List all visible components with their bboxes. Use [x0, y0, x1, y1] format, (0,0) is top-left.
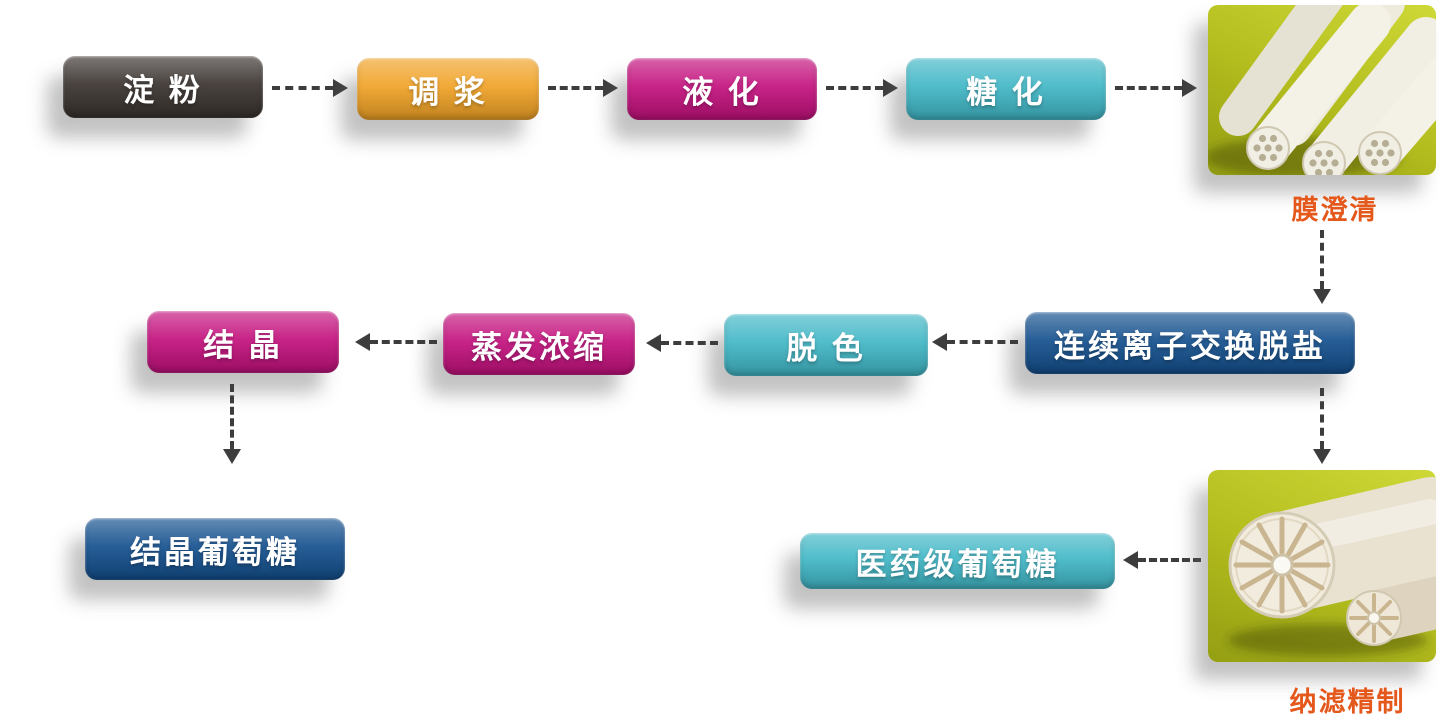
arrowhead-icon: [883, 79, 898, 97]
node-label: 结晶葡萄糖: [130, 534, 300, 570]
arrow-nanofiltration-to-pharma-glucose: [1123, 550, 1201, 570]
node-label: 调 浆: [408, 74, 488, 110]
dashed-line: [1320, 388, 1324, 449]
dashed-line: [1320, 230, 1324, 289]
ceramic-membrane-tubes-illustration: [1208, 5, 1436, 175]
arrow-saccharification-to-membrane: [1115, 78, 1197, 98]
node-decolorization: 脱 色: [724, 314, 928, 376]
arrowhead-icon: [603, 79, 618, 97]
node-pharmaceutical-glucose: 医药级葡萄糖: [800, 533, 1115, 589]
node-crystallization: 结 晶: [147, 311, 339, 373]
caption-membrane-clarification: 膜澄清: [1291, 195, 1379, 226]
node-label: 结 晶: [203, 327, 283, 363]
node-label: 淀 粉: [123, 72, 203, 108]
arrow-liquefaction-to-saccharification: [826, 78, 898, 98]
arrowhead-icon: [223, 449, 241, 464]
dashed-line: [661, 341, 718, 345]
dashed-line: [826, 86, 883, 90]
dashed-line: [548, 86, 603, 90]
arrow-decolorization-to-evaporation: [646, 333, 718, 353]
node-label: 蒸发浓缩: [471, 329, 607, 365]
image-nanofiltration-membranes: [1208, 470, 1436, 662]
arrow-crystallization-to-crystal-glucose: [222, 384, 242, 464]
node-starch: 淀 粉: [63, 56, 263, 118]
arrow-membrane-to-ion-exchange: [1312, 230, 1332, 304]
dashed-line: [272, 86, 333, 90]
arrow-ion-exchange-to-nanofiltration: [1312, 388, 1332, 464]
arrowhead-icon: [932, 333, 947, 351]
image-membrane-clarification: [1208, 5, 1436, 175]
spiral-membrane-elements-illustration: [1228, 477, 1436, 656]
node-crystalline-glucose: 结晶葡萄糖: [85, 518, 345, 580]
node-label: 糖 化: [966, 74, 1046, 110]
node-saccharification: 糖 化: [906, 58, 1106, 120]
node-slurry-mixing: 调 浆: [357, 58, 539, 120]
arrowhead-icon: [333, 79, 348, 97]
node-label: 连续离子交换脱盐: [1054, 328, 1326, 364]
arrowhead-icon: [646, 334, 661, 352]
node-liquefaction: 液 化: [627, 58, 817, 120]
arrowhead-icon: [355, 333, 370, 351]
dashed-line: [947, 340, 1018, 344]
node-label: 医药级葡萄糖: [855, 546, 1060, 582]
arrowhead-icon: [1123, 551, 1138, 569]
dashed-line: [1138, 558, 1201, 562]
arrow-evaporation-to-crystallization: [355, 332, 437, 352]
arrow-starch-to-slurry: [272, 78, 348, 98]
node-label: 液 化: [682, 74, 762, 110]
node-evaporation-concentration: 蒸发浓缩: [443, 313, 635, 375]
dashed-line: [370, 340, 437, 344]
arrowhead-icon: [1313, 289, 1331, 304]
arrowhead-icon: [1313, 449, 1331, 464]
node-label: 脱 色: [786, 330, 866, 366]
dashed-line: [1115, 86, 1182, 90]
arrowhead-icon: [1182, 79, 1197, 97]
arrow-slurry-to-liquefaction: [548, 78, 618, 98]
caption-nanofiltration: 纳滤精制: [1289, 687, 1406, 716]
node-ion-exchange-desalination: 连续离子交换脱盐: [1025, 312, 1355, 374]
arrow-ion-exchange-to-decolorization: [932, 332, 1018, 352]
dashed-line: [230, 384, 234, 449]
